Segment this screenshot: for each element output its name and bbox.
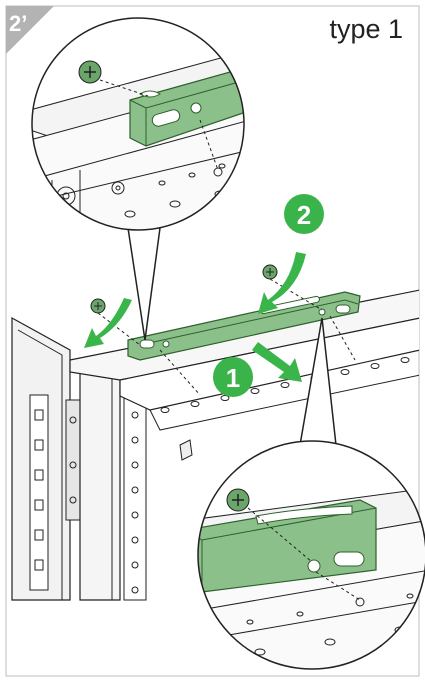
marker-2-label: 2 bbox=[297, 200, 311, 230]
marker-1-label: 1 bbox=[226, 363, 240, 393]
screw-icon bbox=[262, 264, 278, 280]
marker-1: 1 bbox=[213, 357, 253, 397]
mounting-bracket bbox=[198, 499, 377, 593]
arrow-icon bbox=[252, 342, 302, 382]
corner-post bbox=[79, 351, 121, 601]
type-label: type 1 bbox=[329, 14, 403, 44]
marker-2: 2 bbox=[284, 194, 324, 234]
detail-view-bottom bbox=[197, 440, 425, 670]
screw-icon bbox=[78, 60, 102, 84]
step-number: 2’ bbox=[9, 11, 28, 36]
arrow-icon bbox=[258, 252, 306, 314]
screw-icon bbox=[90, 298, 106, 314]
door-hinge bbox=[65, 399, 81, 521]
vertical-punched-rail bbox=[123, 394, 147, 601]
step-corner-badge bbox=[6, 6, 54, 54]
arrow-icon bbox=[84, 298, 132, 348]
main-cabinet-view bbox=[11, 252, 419, 601]
screw-icon bbox=[226, 488, 250, 512]
